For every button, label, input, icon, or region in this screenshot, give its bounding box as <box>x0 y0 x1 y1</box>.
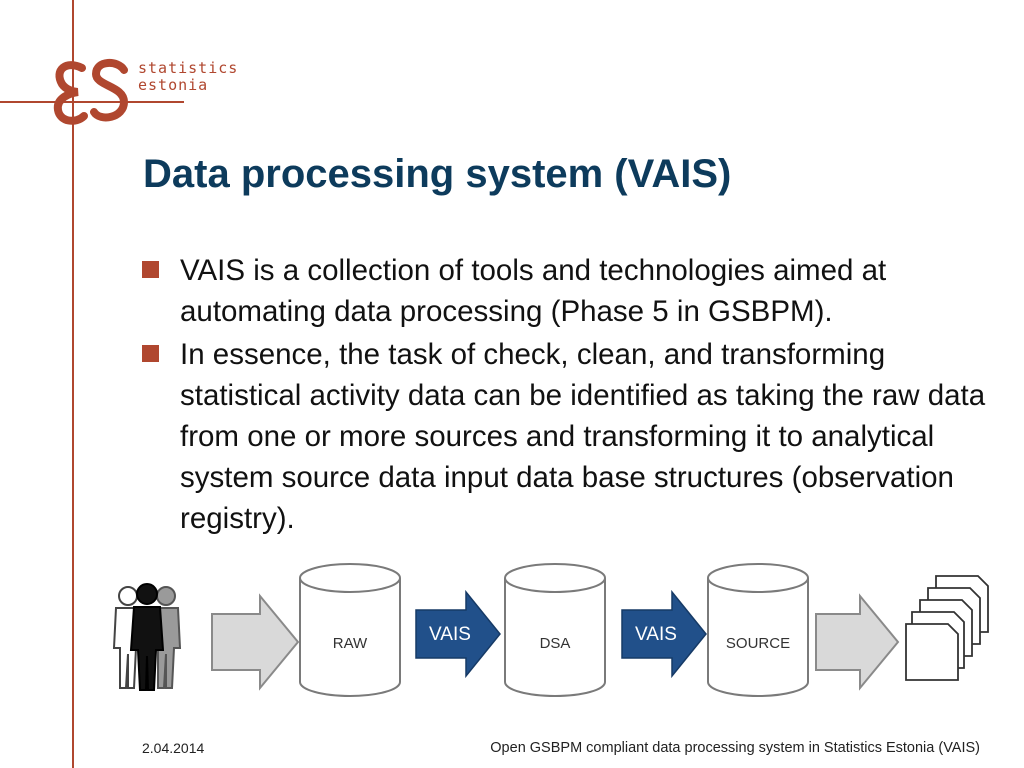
people-icon <box>112 583 182 691</box>
footer-title: Open GSBPM compliant data processing sys… <box>490 740 980 756</box>
vais-arrow-2 <box>621 589 707 679</box>
horizontal-rule <box>0 101 184 103</box>
dsa-database-icon <box>504 563 606 697</box>
brand-line-1: statistics <box>138 59 239 77</box>
vais-arrow-1-label: VAIS <box>429 624 471 645</box>
bullet-list: VAIS is a collection of tools and techno… <box>142 250 992 541</box>
brand-line-2: estonia <box>138 76 209 94</box>
footer-date: 2.04.2014 <box>142 740 205 756</box>
dsa-database-label: DSA <box>540 635 571 652</box>
bullet-square-icon <box>142 345 159 362</box>
vais-arrow-1 <box>415 589 501 679</box>
raw-database-label: RAW <box>333 635 368 652</box>
documents-icon <box>905 575 989 681</box>
bullet-item: VAIS is a collection of tools and techno… <box>142 250 992 332</box>
raw-database-icon <box>299 563 401 697</box>
source-database-icon <box>707 563 809 697</box>
slide-title: Data processing system (VAIS) <box>143 152 732 196</box>
source-database-label: SOURCE <box>726 635 790 652</box>
bullet-text: In essence, the task of check, clean, an… <box>180 338 986 535</box>
vais-arrow-2-label: VAIS <box>635 624 677 645</box>
es-logo-icon <box>53 59 129 125</box>
bullet-square-icon <box>142 261 159 278</box>
flow-arrow <box>211 593 300 691</box>
vertical-rule <box>72 0 74 768</box>
bullet-item: In essence, the task of check, clean, an… <box>142 334 992 539</box>
process-diagram: RAW VAIS DSA VAIS SOURCE <box>112 563 989 697</box>
brand-wordmark: statistics estonia <box>138 60 238 94</box>
flow-arrow <box>815 593 900 691</box>
bullet-text: VAIS is a collection of tools and techno… <box>180 254 887 328</box>
